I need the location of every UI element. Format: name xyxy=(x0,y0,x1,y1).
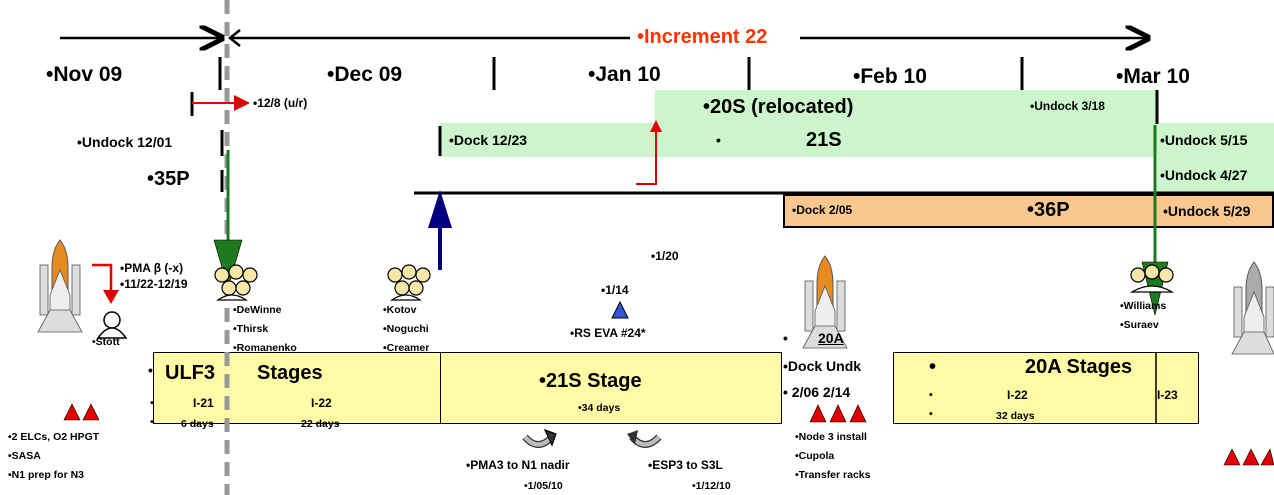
crew2-name-3: •Creamer xyxy=(383,342,430,354)
note-elcs: •2 ELCs, O2 HPGT xyxy=(8,431,100,443)
20a-stages-bullet: • xyxy=(929,356,937,378)
ulf3-stage-box xyxy=(153,352,441,424)
21s-stage-days: •34 days xyxy=(578,402,621,414)
shuttle-icon xyxy=(1231,261,1274,355)
ulf3-6days-bullet: • xyxy=(150,416,154,428)
21s-band xyxy=(440,123,1274,157)
event-36p: •36P xyxy=(1027,199,1070,221)
note-pma3: •PMA3 to N1 nadir xyxy=(466,458,570,472)
increment-label: •Increment 22 xyxy=(637,26,768,48)
event-21s: 21S xyxy=(806,129,842,151)
event-21s-bullet: • xyxy=(716,132,721,148)
event-rs-eva: •RS EVA #24* xyxy=(570,326,646,340)
stott-icon xyxy=(96,311,128,339)
crew1-name-1: •DeWinne xyxy=(233,304,282,316)
note-cupola: •Cupola xyxy=(795,450,835,462)
crew3-name-2: •Suraev xyxy=(1120,319,1159,331)
21s-band-right xyxy=(1157,157,1274,195)
20a-i22-bullet: • xyxy=(929,389,933,401)
event-dock-undk: •Dock Undk xyxy=(783,358,862,374)
20a-stages-title: 20A Stages xyxy=(1025,356,1133,378)
21s-stage-title: •21S Stage xyxy=(539,370,642,392)
ulf3-i21-bullet: • xyxy=(150,397,154,409)
note-pma3-date: •1/05/10 xyxy=(524,480,563,492)
crew2-name-1: •Kotov xyxy=(383,304,417,316)
curved-arrow-icon xyxy=(522,428,557,448)
crew-stott: •Stott xyxy=(92,336,120,348)
ulf3-title: ULF3 xyxy=(165,362,215,384)
20a-i23: I-23 xyxy=(1157,388,1178,402)
rs-eva-triangle xyxy=(611,300,629,319)
curved-arrow-icon xyxy=(627,430,662,448)
event-35p: •35P xyxy=(147,168,190,190)
note-esp3: •ESP3 to S3L xyxy=(648,458,723,472)
event-pma-dates: •11/22-12/19 xyxy=(120,277,188,291)
note-esp3-date: •1/12/10 xyxy=(692,480,731,492)
note-node3: •Node 3 install xyxy=(795,431,867,443)
crew1-name-2: •Thirsk xyxy=(233,323,269,335)
crew-icon xyxy=(1129,264,1175,293)
event-undock-318: •Undock 3/18 xyxy=(1030,99,1105,113)
crew-icon xyxy=(214,264,258,301)
crew2-name-2: •Noguchi xyxy=(383,323,429,335)
event-undock-1201: •Undock 12/01 xyxy=(77,134,173,150)
event-pma-beta: •PMA β (-x) xyxy=(120,261,184,275)
event-undock-427: •Undock 4/27 xyxy=(1160,167,1248,183)
ulf3-6days: 6 days xyxy=(181,418,214,430)
20a-days: 32 days xyxy=(996,410,1035,422)
month-feb10: •Feb 10 xyxy=(853,65,927,88)
crew-icon xyxy=(387,264,431,301)
ulf3-22days: 22 days xyxy=(301,418,340,430)
note-n1prep: •N1 prep for N3 xyxy=(8,469,85,481)
event-20a-bullet: • xyxy=(783,330,788,346)
20a-days-bullet: • xyxy=(929,408,933,420)
event-20s-relocated: •20S (relocated) xyxy=(703,96,854,118)
crew1-name-3: •Romanenko xyxy=(233,342,297,354)
ulf3-i21: I-21 xyxy=(193,396,214,410)
crew3-name-1: •Williams xyxy=(1120,300,1167,312)
month-mar10: •Mar 10 xyxy=(1116,65,1190,88)
20a-i22: I-22 xyxy=(1007,388,1028,402)
month-dec09: •Dec 09 xyxy=(327,63,403,86)
note-sasa: •SASA xyxy=(8,450,41,462)
shuttle-icon xyxy=(37,239,83,333)
ulf3-bullet: • xyxy=(148,362,153,378)
event-undock-529: •Undock 5/29 xyxy=(1163,203,1251,219)
month-jan10: •Jan 10 xyxy=(588,63,661,86)
20a-stage-box xyxy=(893,352,1199,424)
event-undock-515: •Undock 5/15 xyxy=(1160,132,1248,148)
event-20a: 20A xyxy=(818,330,844,346)
36p-band xyxy=(783,194,1274,228)
note-racks: •Transfer racks xyxy=(795,469,871,481)
ulf3-stages: Stages xyxy=(257,362,323,384)
shuttle-icon xyxy=(802,255,848,349)
event-u-r: •12/8 (u/r) xyxy=(253,96,308,110)
event-dock-205: •Dock 2/05 xyxy=(792,203,853,217)
event-114: •1/14 xyxy=(601,283,629,297)
dock-up-arrow xyxy=(428,190,452,228)
event-dock-undk-dates: • 2/06 2/14 xyxy=(783,384,851,400)
20s-band xyxy=(655,90,1157,123)
21s-stage-box xyxy=(440,352,782,424)
ulf3-i22: I-22 xyxy=(311,396,332,410)
35p-dock-arrow xyxy=(213,239,243,290)
event-120: •1/20 xyxy=(651,249,679,263)
event-dock-1223: •Dock 12/23 xyxy=(449,132,528,148)
month-nov09: •Nov 09 xyxy=(46,63,123,86)
